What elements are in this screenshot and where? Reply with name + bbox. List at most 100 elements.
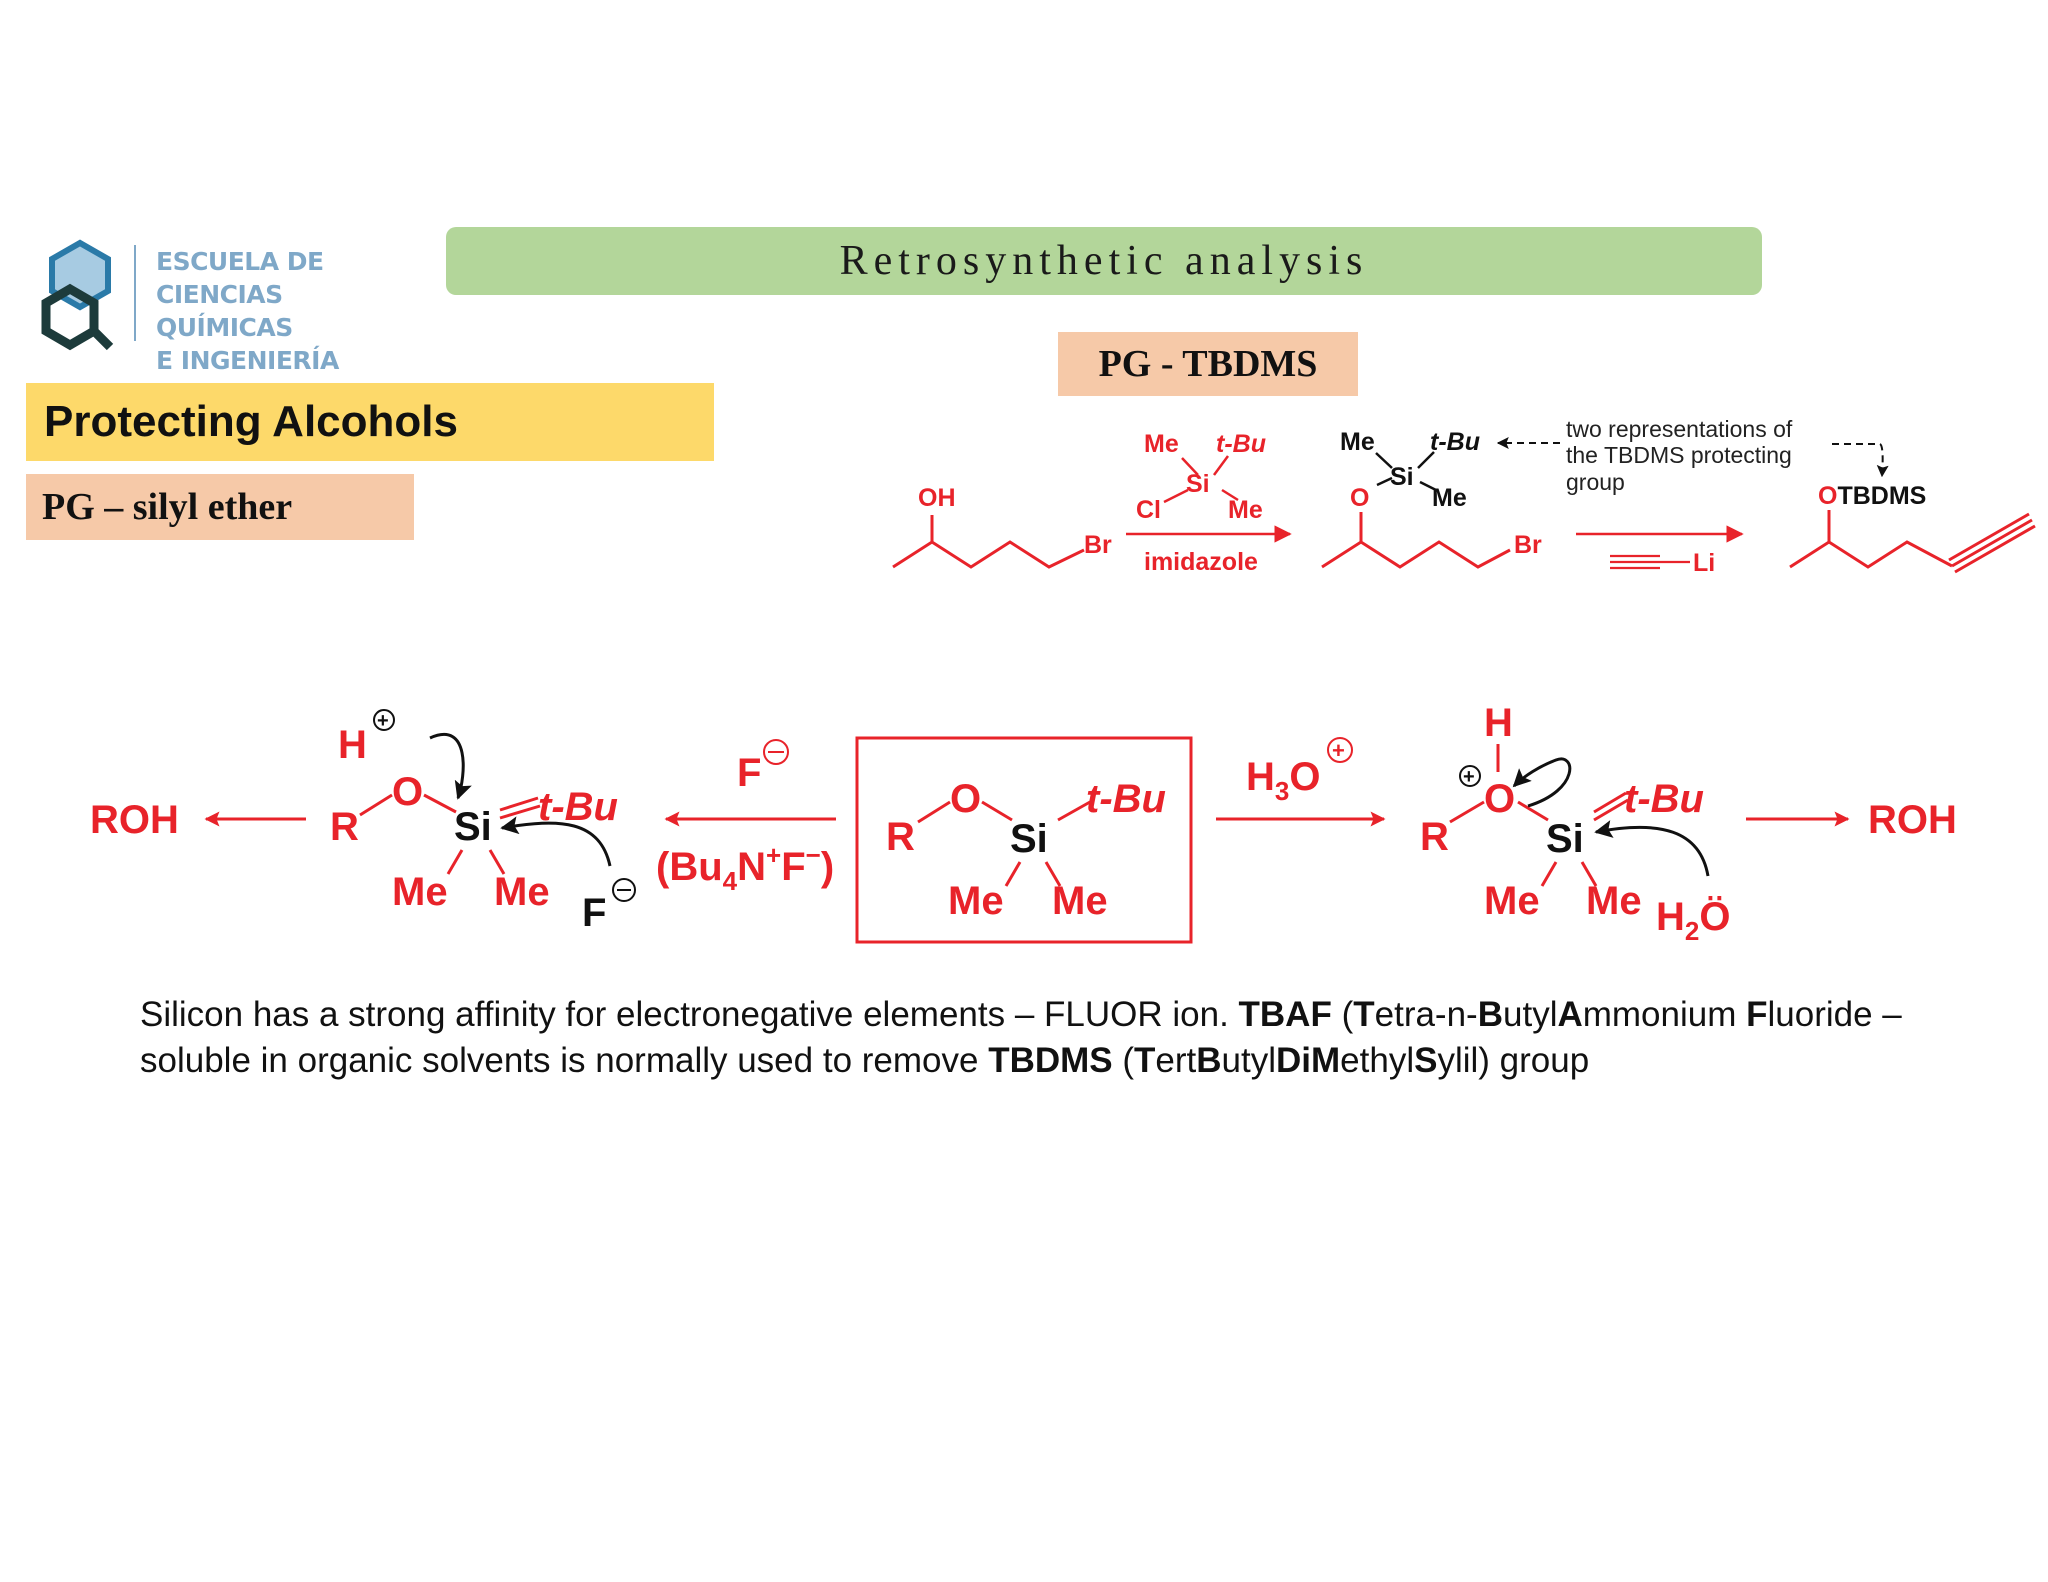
bromo-alcohol [892, 515, 1085, 569]
right-si: Si [1546, 817, 1584, 861]
water-h: H [1656, 895, 1685, 939]
reagent-condition: imidazole [1144, 548, 1258, 576]
caption-a: A [1557, 995, 1583, 1034]
right-r: R [1420, 815, 1449, 859]
right-o: O [1484, 777, 1515, 821]
caption-utyl: utyl [1503, 995, 1558, 1034]
left-curved-arrow-2 [500, 816, 612, 867]
left-me2: Me [494, 870, 550, 914]
top-scheme: OH Br Me t-Bu Si Cl Me imidazole Me t-Bu… [892, 416, 2036, 577]
caption-s: S [1414, 1041, 1438, 1080]
final-otbdms: OTBDMS [1818, 482, 1926, 510]
fluoride-minus-charge [763, 739, 789, 765]
title-banner: Retrosynthetic analysis [446, 227, 1762, 295]
product-o: O [1350, 484, 1369, 512]
roh-right: ROH [1868, 798, 1957, 842]
tbaf-plus: + [766, 840, 781, 870]
left-r: R [330, 805, 359, 849]
product-chain [1321, 512, 1511, 569]
caption-mmonium: mmonium [1582, 995, 1747, 1034]
right-bonds [1449, 791, 1629, 887]
tbaf-formula: (Bu4N+F−) [656, 840, 834, 896]
right-me1: Me [1484, 879, 1540, 923]
note-line-2: the TBDMS protecting [1566, 442, 1792, 468]
roh-left: ROH [90, 798, 179, 842]
section-subheading: PG – silyl ether [26, 474, 414, 540]
center-bonds [917, 800, 1091, 887]
right-curved-arrow-1 [1512, 757, 1572, 808]
caption-utyl2: utyl [1221, 1041, 1277, 1080]
caption-ert: ert [1155, 1041, 1197, 1080]
left-plus-charge [373, 709, 395, 731]
deprotection-mechanism: ROH H + O R Si t-Bu Me Me F F (Bu4N+F−) [90, 701, 1957, 946]
alkyne-lithium-bonds [1610, 554, 1690, 570]
product-me: Me [1340, 428, 1375, 456]
tbaf-minus: − [806, 840, 821, 870]
hydronium-sub3: 3 [1275, 776, 1289, 806]
center-me1: Me [948, 879, 1004, 923]
hydronium-plus-sign: + [1332, 738, 1345, 763]
final-tbdms: TBDMS [1837, 482, 1926, 510]
section-heading: Protecting Alcohols [26, 383, 714, 461]
logo-line-1: ESCUELA DE [156, 247, 324, 276]
logo-line-3: E INGENIERÍA [156, 346, 339, 375]
left-si: Si [454, 805, 492, 849]
caption-di: Di [1276, 1041, 1312, 1080]
note-arrow-right [1832, 443, 1889, 478]
caption-f: F [1746, 995, 1768, 1034]
reagent-si: Si [1186, 470, 1210, 498]
product-br: Br [1514, 531, 1542, 559]
caption-b2: B [1196, 1041, 1222, 1080]
caption-tbdms: TBDMS [988, 1041, 1113, 1080]
left-me1: Me [392, 870, 448, 914]
tbdms-note: two representations of the TBDMS protect… [1566, 416, 1793, 495]
product-tbu: t-Bu [1430, 428, 1480, 456]
right-h: H [1484, 701, 1513, 745]
li-label: Li [1693, 549, 1715, 577]
center-o: O [950, 777, 981, 821]
tbaf-bu: (Bu [656, 845, 723, 889]
slide-title: Retrosynthetic analysis [839, 238, 1369, 284]
center-r: R [886, 815, 915, 859]
hydronium-o: O [1289, 755, 1320, 799]
caption-etra: etra-n- [1374, 995, 1478, 1034]
right-plus-charge [1459, 765, 1481, 787]
caption-m: M [1311, 1041, 1341, 1080]
reagent-me: Me [1144, 430, 1179, 458]
hydronium-h: H [1246, 755, 1275, 799]
caption-part-1: Silicon has a strong affinity for electr… [140, 995, 1239, 1034]
caption-t: T [1353, 995, 1375, 1034]
logo-text: ESCUELA DE CIENCIAS QUÍMICAS E INGENIERÍ… [156, 245, 400, 377]
left-o: O [392, 770, 423, 814]
caption-luoride: luoride – soluble in organic solvents is… [140, 995, 1902, 1080]
water-o: Ö [1699, 894, 1730, 939]
left-h: H [338, 723, 367, 767]
center-si: Si [1010, 817, 1048, 861]
start-br: Br [1084, 531, 1112, 559]
caption-ethyl: ethyl [1340, 1041, 1415, 1080]
pg-tbdms-tag: PG - TBDMS [1058, 332, 1358, 396]
start-oh: OH [918, 484, 956, 512]
right-curved-arrow-2 [1594, 820, 1710, 877]
water-sub2: 2 [1685, 916, 1699, 946]
tbaf-close: ) [821, 845, 834, 889]
reagent-cl: Cl [1136, 496, 1161, 524]
left-plus-sign: + [377, 710, 389, 732]
hydronium-plus-charge [1327, 737, 1353, 763]
caption: Silicon has a strong affinity for electr… [140, 992, 1940, 1084]
caption-b: B [1477, 995, 1503, 1034]
hexagon-logo-icon [41, 239, 114, 351]
center-me2: Me [1052, 879, 1108, 923]
caption-part-2: ( [1331, 995, 1354, 1034]
product-me2: Me [1432, 484, 1467, 512]
center-tbu: t-Bu [1086, 777, 1166, 821]
note-line-3: group [1566, 469, 1625, 495]
caption-ylil: ylil) group [1437, 1041, 1590, 1080]
right-water: H2Ö [1656, 894, 1730, 946]
final-o: O [1818, 482, 1837, 510]
center-box [855, 736, 1193, 944]
tbaf-f: F [781, 845, 805, 889]
product-si: Si [1390, 463, 1414, 491]
reagent-me2: Me [1228, 496, 1263, 524]
